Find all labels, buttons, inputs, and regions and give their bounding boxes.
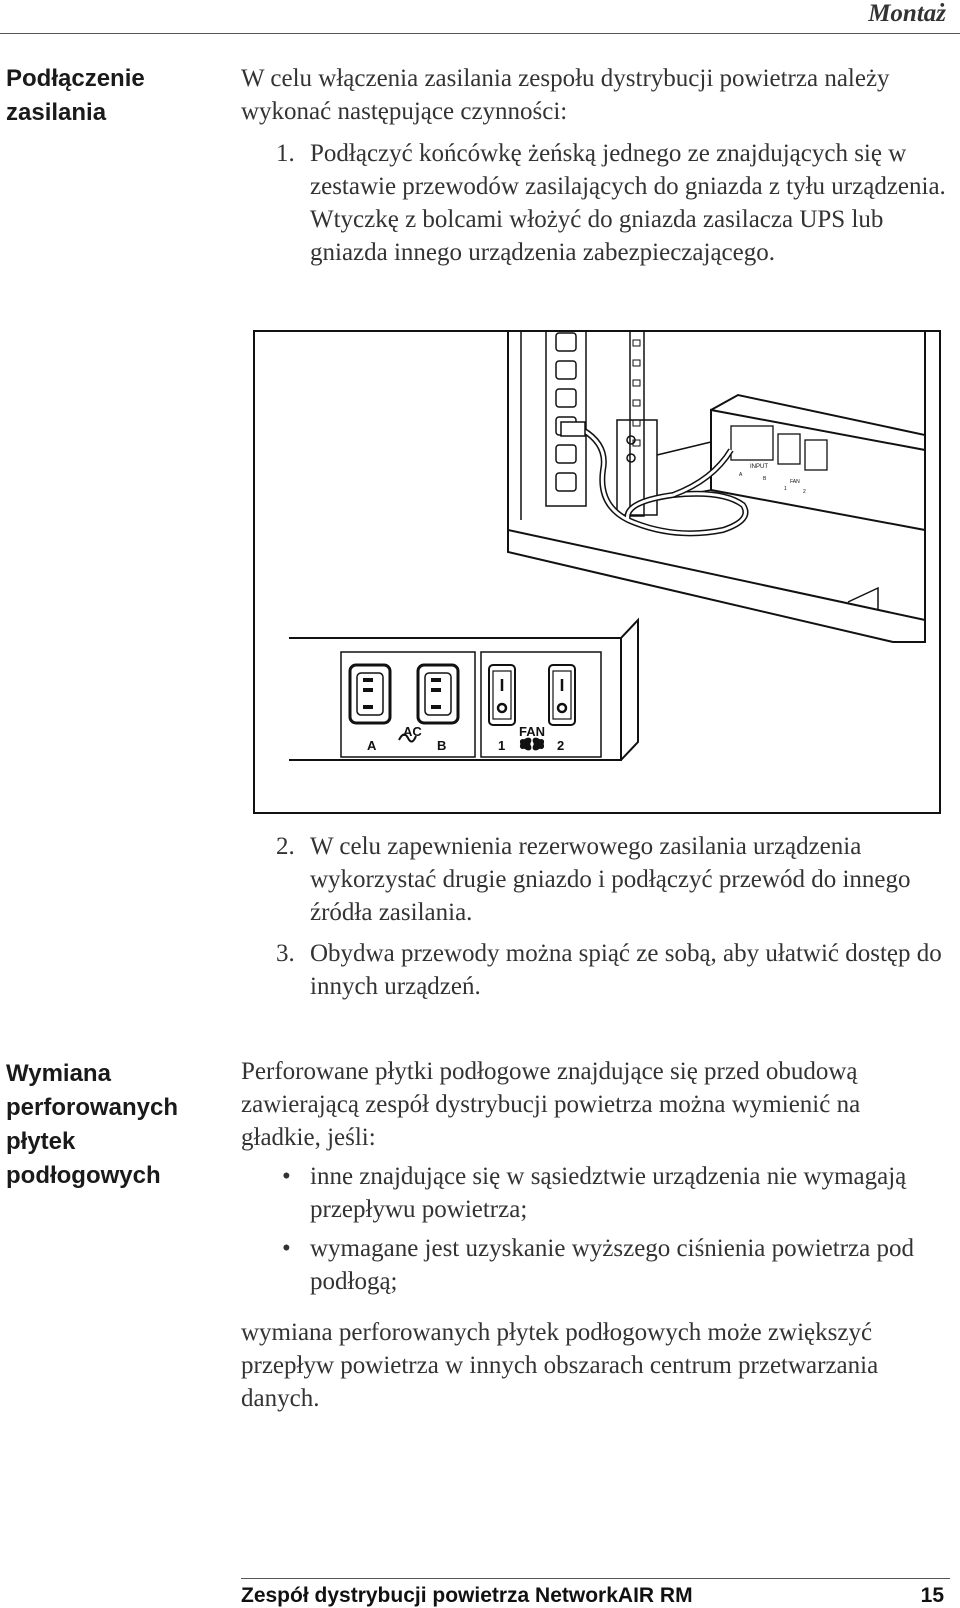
ac-tilde-icon bbox=[398, 733, 417, 743]
mini-fan-2-label: 2 bbox=[803, 489, 806, 495]
air-distribution-unit: INPUT A B FAN 1 2 bbox=[656, 393, 926, 532]
fan-switch-1-icon bbox=[488, 664, 516, 726]
fan-label: FAN bbox=[519, 724, 545, 739]
footer-title: Zespół dystrybucji powietrza NetworkAIR … bbox=[241, 1584, 693, 1607]
list-item-text: inne znajdujące się w sąsiedztwie urządz… bbox=[310, 1163, 907, 1223]
bullet-icon: • bbox=[282, 1163, 291, 1190]
step-text: Podłączyć końcówkę żeńską jednego ze zna… bbox=[310, 140, 946, 266]
step-text: Obydwa przewody można spiąć ze sobą, aby… bbox=[310, 940, 942, 1000]
step-item: 1. Podłączyć końcówkę żeńską jednego ze … bbox=[276, 137, 956, 269]
bullet-icon: • bbox=[282, 1235, 291, 1262]
fan-switch-2-icon bbox=[548, 664, 576, 726]
footer-rule bbox=[241, 1578, 950, 1579]
mini-a-label: A bbox=[739, 472, 743, 478]
power-cord bbox=[560, 421, 749, 537]
page-number: 15 bbox=[920, 1584, 944, 1607]
heading-line: Podłączenie bbox=[6, 65, 145, 92]
ac-label: AC bbox=[403, 724, 422, 739]
ac-inlet-a-icon bbox=[348, 663, 392, 725]
heading-line: płytek bbox=[6, 1128, 76, 1155]
step-text: W celu zapewnienia rezerwowego zasilania… bbox=[310, 833, 911, 926]
fan-icon bbox=[519, 737, 545, 751]
step-number: 1. bbox=[276, 140, 295, 167]
mini-input-label: INPUT bbox=[750, 464, 768, 470]
step-number: 2. bbox=[276, 833, 295, 860]
conditions-list: • inne znajdujące się w sąsiedztwie urzą… bbox=[280, 1160, 960, 1304]
section-heading-tiles: Wymiana perforowanych płytek podłogowych bbox=[6, 1057, 178, 1193]
mini-fan-label: FAN bbox=[790, 479, 800, 485]
ac-inlet-b-icon bbox=[416, 663, 460, 725]
steps-list-b: 2. W celu zapewnienia rezerwowego zasila… bbox=[276, 830, 956, 1003]
running-header: Montaż bbox=[868, 0, 946, 27]
pdu-outlet-icon bbox=[555, 332, 577, 492]
section-heading-power: Podłączenie zasilania bbox=[6, 62, 145, 130]
mini-fan-1-label: 1 bbox=[784, 486, 787, 492]
power-intro: W celu włączenia zasilania zespołu dystr… bbox=[241, 65, 890, 125]
inlet-b-label: B bbox=[437, 738, 446, 753]
header-rule bbox=[0, 33, 960, 34]
power-connection-figure: INPUT A B FAN 1 2 bbox=[253, 330, 941, 814]
list-item: • wymagane jest uzyskanie wyższego ciśni… bbox=[280, 1232, 960, 1298]
heading-line: podłogowych bbox=[6, 1162, 161, 1189]
step-number: 3. bbox=[276, 940, 295, 967]
heading-line: zasilania bbox=[6, 99, 107, 126]
list-item: • inne znajdujące się w sąsiedztwie urzą… bbox=[280, 1160, 960, 1226]
tiles-conclusion: wymiana perforowanych płytek podłogowych… bbox=[241, 1319, 879, 1412]
fan-1-label: 1 bbox=[498, 738, 505, 753]
rack-illustration: INPUT A B FAN 1 2 bbox=[507, 330, 926, 643]
step-item: 2. W celu zapewnienia rezerwowego zasila… bbox=[276, 830, 956, 929]
list-item-text: wymagane jest uzyskanie wyższego ciśnien… bbox=[310, 1235, 914, 1295]
mini-b-label: B bbox=[763, 476, 767, 482]
fan-2-label: 2 bbox=[557, 738, 564, 753]
inlet-a-label: A bbox=[367, 738, 377, 753]
rear-panel-callout: AC A B FAN 1 2 bbox=[289, 617, 639, 761]
heading-line: perforowanych bbox=[6, 1094, 179, 1121]
tiles-intro: Perforowane płytki podłogowe znajdujące … bbox=[241, 1058, 861, 1151]
step-item: 3. Obydwa przewody można spiąć ze sobą, … bbox=[276, 937, 956, 1003]
heading-line: Wymiana bbox=[6, 1060, 111, 1087]
steps-list-a: 1. Podłączyć końcówkę żeńską jednego ze … bbox=[276, 137, 956, 269]
